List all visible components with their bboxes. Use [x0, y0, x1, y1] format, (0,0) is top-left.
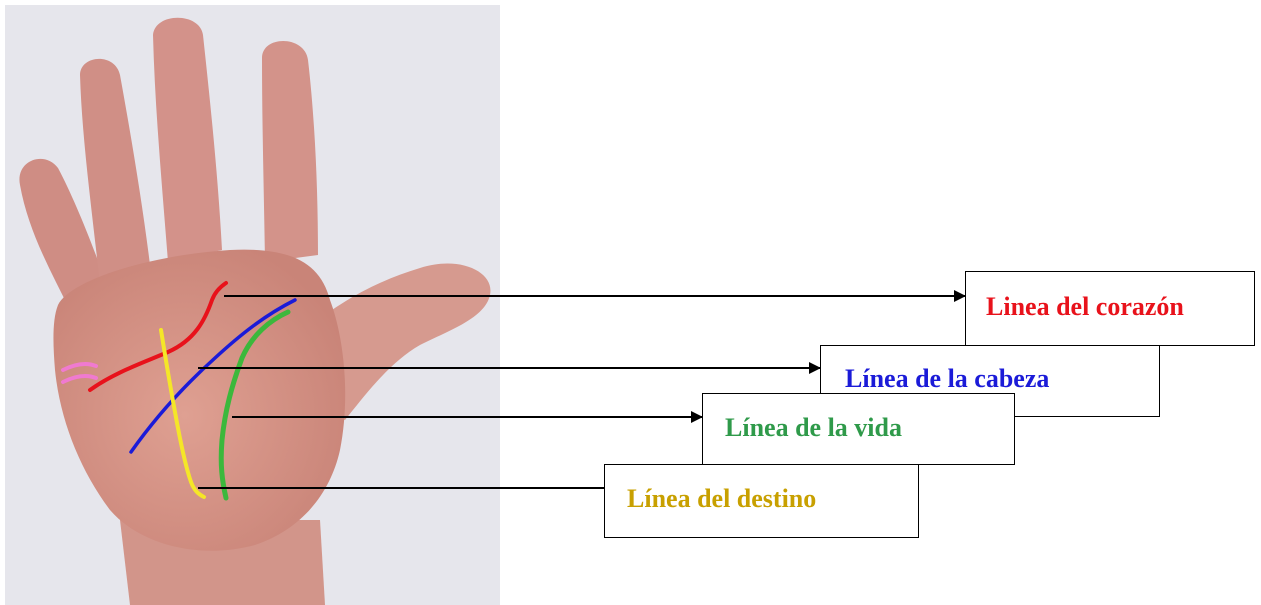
- bracelet-line-1: [61, 373, 98, 384]
- finger-pinky: [19, 158, 113, 310]
- fate-line-label: Línea del destino: [627, 484, 817, 513]
- head-line-stroke: [129, 298, 297, 454]
- finger-index: [262, 40, 318, 262]
- hand-photo: [5, 5, 500, 605]
- heart-line-stroke: [88, 281, 228, 392]
- connectors: [198, 290, 966, 489]
- bracelet-line-2: [61, 361, 98, 372]
- heart-line-label-box: Linea del corazón: [965, 271, 1255, 346]
- life-line-label: Línea de la vida: [725, 413, 902, 442]
- finger-ring: [80, 58, 150, 285]
- life-line-label-box: Línea de la vida: [702, 393, 1015, 465]
- heart-line-label: Linea del corazón: [986, 292, 1184, 321]
- fate-line-stroke: [159, 328, 206, 499]
- finger-thumb: [300, 263, 491, 420]
- fate-line-label-box: Línea del destino: [604, 464, 919, 538]
- finger-middle: [153, 17, 222, 262]
- life-line-stroke: [218, 309, 291, 501]
- palm: [53, 249, 346, 551]
- head-line-label: Línea de la cabeza: [845, 364, 1050, 393]
